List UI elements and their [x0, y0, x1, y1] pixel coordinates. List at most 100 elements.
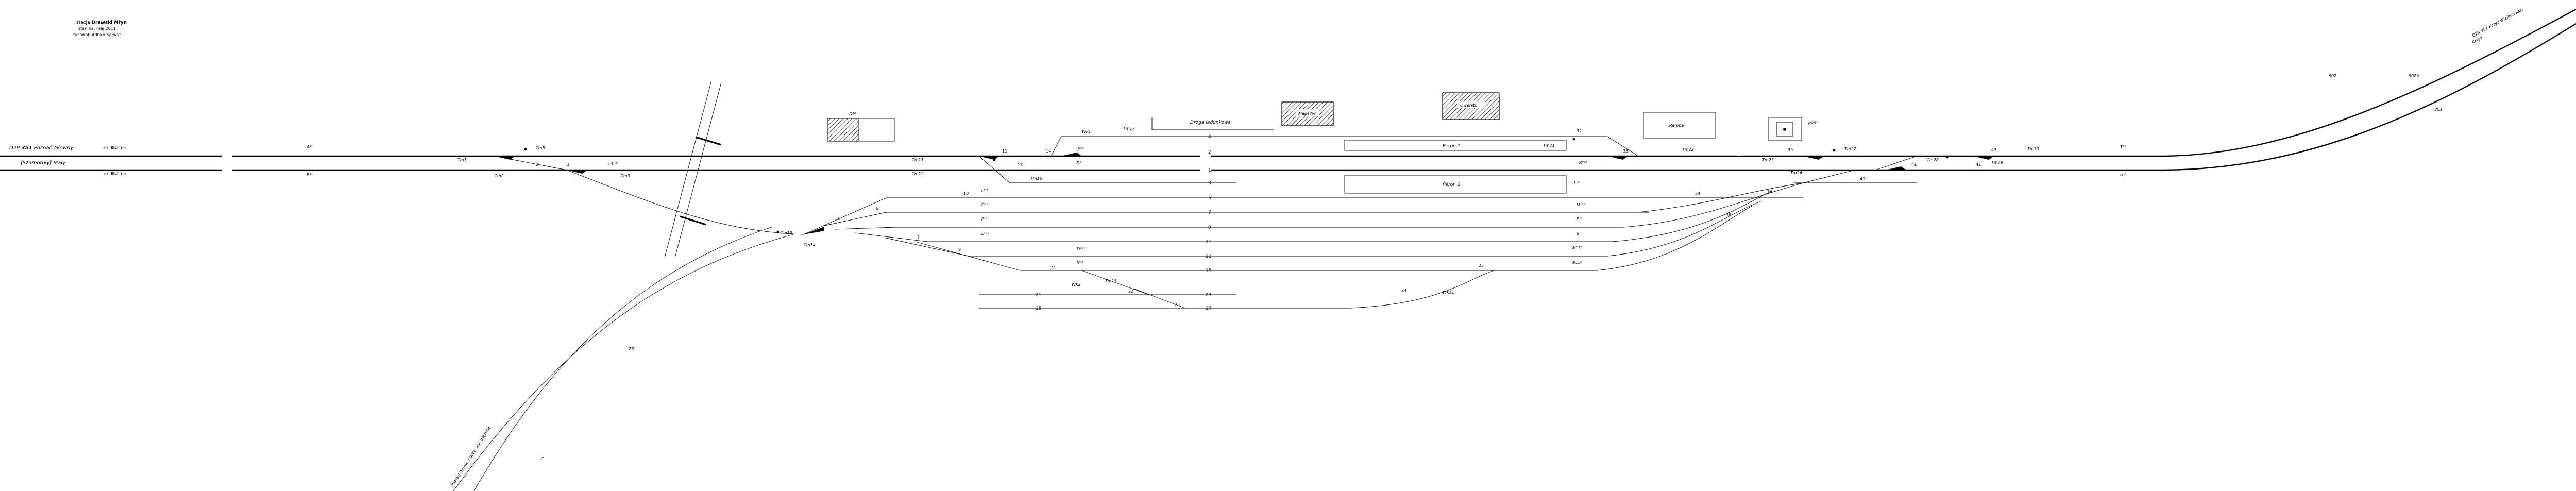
switch-label-43: 43	[1991, 148, 1996, 153]
switch-label-42: 42	[1976, 162, 1981, 167]
ramp-label: Rampa	[1669, 123, 1684, 128]
switch-label-32: 32	[1577, 129, 1582, 133]
track-number-3: 3	[1208, 181, 1211, 186]
loading-road	[1151, 117, 1274, 130]
track-number-2: 2	[1208, 150, 1211, 155]
signal-tm2: Tm2	[495, 174, 504, 178]
switch-marker-39	[1803, 156, 1824, 160]
right-fan-11	[1612, 190, 1773, 242]
signal-lamp-4	[1572, 138, 1575, 141]
warehouse-label: Magazyn	[1298, 111, 1317, 116]
signal-tm23: Tm23	[1762, 158, 1774, 162]
track-number-23: 23	[1206, 293, 1211, 298]
post-label: DM	[849, 112, 856, 116]
signal-tm22: Tm22	[1682, 147, 1694, 152]
switch-label-24: 24	[1401, 288, 1406, 293]
track-number-21: 21	[1036, 293, 1041, 298]
platform-2	[1344, 175, 1567, 194]
switch-marker-33	[1607, 156, 1628, 160]
track-number-11: 11	[1206, 240, 1211, 245]
switch-label-22: 22	[1128, 289, 1133, 294]
switch-label-39: 39	[1788, 148, 1793, 153]
signals: Tm1 Tm2 Tm3 Tm4 Tm5 Tm11 Tm12 Tm13 Tm14 …	[306, 126, 2127, 461]
main-curve-top	[2163, 8, 2576, 157]
right-fan-15	[1597, 206, 1752, 271]
switch-label-34: 34	[1695, 191, 1700, 196]
signal-tm1: Tm1	[457, 158, 467, 162]
right-fan-27	[1349, 270, 1495, 309]
right-join-2	[1875, 156, 1917, 171]
switch-label-10: 10	[963, 191, 969, 196]
switch-4	[804, 227, 824, 234]
signal-s: S	[1577, 231, 1579, 236]
platform-1	[1344, 140, 1567, 151]
switch-marker-43	[1973, 156, 1994, 160]
svg-text:stacja Drawski Młyn: stacja Drawski Młyn	[76, 20, 127, 25]
signal-a: A¹²	[306, 145, 313, 149]
signal-tm12: Tm12	[912, 172, 924, 176]
platform-2-label: Peron 2	[1443, 182, 1461, 188]
switch-marker-11	[979, 156, 999, 160]
track-number-15: 15	[1206, 268, 1211, 274]
switch-label-14: 14	[1046, 149, 1051, 154]
signal-r: R⁹¹²	[1579, 160, 1587, 165]
switch-3	[567, 170, 587, 174]
header-line1: stacja	[76, 20, 90, 25]
track-number-1: 1	[1208, 168, 1211, 173]
signal-w15: W15⁵	[1571, 260, 1582, 265]
fan-4	[1050, 136, 1062, 157]
road-right-edge	[674, 82, 722, 258]
switches: 2 3 4 6 7 8 10 11 13 14 21 22 23 24 25 3…	[495, 129, 1996, 307]
signal-tm30: Tm30	[2027, 147, 2039, 151]
depot-label-bg	[1457, 101, 1485, 108]
line-bottom-label: [Szamotuły] Mały	[21, 160, 66, 166]
fan-25	[1133, 288, 1185, 309]
switch-1	[495, 156, 515, 160]
track-number-7: 7	[1208, 210, 1211, 215]
signal-k: K⁴	[1077, 160, 1081, 165]
signal-b: B¹²	[307, 173, 313, 177]
right-fan-7	[1638, 182, 1804, 213]
switch-label-2: 2	[536, 162, 538, 167]
platform-1-label: Peron 1	[1443, 144, 1460, 149]
b03b-label: 802b	[2409, 74, 2419, 78]
fan-13	[886, 238, 969, 257]
wk2-label: Wk2	[1072, 282, 1081, 287]
road-left-edge	[664, 82, 711, 258]
line-prefix: D29	[9, 145, 20, 151]
header-date: stan na: maj 2011	[78, 26, 116, 31]
b03-label: 803	[2434, 107, 2442, 112]
signal-box-label: pom	[1808, 120, 1818, 125]
signal-j: J⁴¹²	[1077, 147, 1084, 151]
spur-label: Zakład Drzew. / bocz. wykolejnica	[450, 426, 492, 488]
signal-box-dot	[1783, 128, 1786, 131]
connection-to-siding	[566, 170, 804, 235]
signal-n: N¹³	[1077, 260, 1083, 265]
switch-label-6: 6	[876, 206, 878, 211]
block-signal-top: ←⊏Ⅲ①⊐→	[103, 146, 126, 151]
signal-t: T¹²	[2120, 145, 2126, 149]
fan-7	[824, 212, 887, 226]
crossing-bottom	[680, 215, 706, 226]
signal-p: P⁷⁸	[1577, 217, 1583, 222]
left-labels: D29 351 Poznań Główny [Szamotuły] Mały ←…	[9, 145, 126, 177]
switch-label-7: 7	[917, 235, 920, 240]
track-number-4: 4	[1208, 134, 1211, 140]
header: stacja Drawski Młyn stan na: maj 2011 ry…	[73, 20, 127, 37]
b02-label: 802	[2329, 74, 2336, 78]
switch-label-36: 36	[1767, 190, 1772, 194]
track-number-13: 13	[1206, 254, 1211, 259]
right-top-label: D29 351 Krzyż Wielkopolski	[2471, 7, 2524, 38]
signal-lamp-6	[1946, 156, 1949, 159]
signal-tm17: Tm17	[1123, 126, 1136, 131]
signal-lamp-2	[993, 158, 996, 161]
switch-label-21: 21	[1051, 266, 1056, 270]
switch-label-40: 40	[1860, 177, 1865, 181]
switch-label-38: 38	[1726, 213, 1731, 217]
wk11-label: Wk11	[1443, 290, 1454, 295]
right-join-1	[1803, 170, 1855, 183]
switch-label-8: 8	[958, 247, 961, 252]
signal-tm16: Tm16	[1030, 176, 1042, 181]
ramp	[1643, 112, 1716, 139]
switch-label-4: 4	[837, 217, 840, 222]
